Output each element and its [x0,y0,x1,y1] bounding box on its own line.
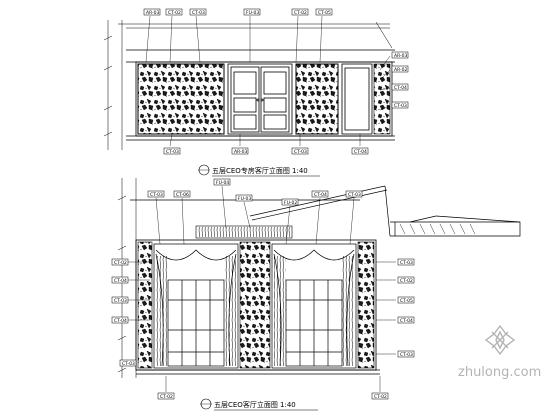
tag-label: CT-03 [400,352,413,358]
tag-label: CT-02 [114,260,127,266]
elevation-1-edge-panel [373,63,391,135]
tag-label: FU-03 [238,196,251,202]
elevation-2-caption: 五层CEO客厅立面图 1:40 [214,400,296,409]
tag-label: CT-03 [150,192,163,198]
tag-label: AR-03 [234,149,248,155]
tag-label: CT-04 [394,85,407,91]
elevation-1-tags [143,8,409,155]
elevation-1-dimension-top [118,21,393,49]
elevation-1: AR-03 CT-02 CT-03 FU-03 CT-02 CT-05 AR-0… [103,8,409,177]
curtain-right-a [274,256,286,366]
watermark-logo-icon [484,324,516,356]
tag-label: CT-03 [294,149,307,155]
tag-label: CT-02 [294,10,307,16]
elevation-2-tag-labels: CT-03 CT-06 FU-04 FU-03 FU-02 CT-04 CT-0… [114,180,413,400]
tag-label: CT-02 [374,394,387,400]
tag-label: CT-02 [160,394,173,400]
elevation-2-roof-truss [399,223,476,235]
curtain-left-a [156,256,168,366]
watermark: zhulong.com [458,324,541,380]
tag-label: AR-03 [394,53,408,59]
tag-label: CT-03 [348,192,361,198]
tag-label: CT-05 [400,298,413,304]
tag-label: CT-03 [166,149,179,155]
tag-label: AR-03 [146,10,160,16]
elevation-2-stone-left [137,241,153,369]
elevation-1-dimension-left [103,20,123,150]
tag-label: CT-03 [122,361,135,367]
tag-label: CT-04 [114,278,127,284]
tag-label: CT-04 [354,149,367,155]
elevation-2-tags [111,178,415,400]
elevation-1-double-door [227,63,293,135]
elevation-1-leaders [145,15,391,147]
tag-label: CT-03 [400,260,413,266]
elevation-1-caption: 五层CEO专房客厅立面图 1:40 [212,166,308,175]
tag-label: CT-02 [400,278,413,284]
elevation-1-tag-labels: AR-03 CT-02 CT-03 FU-03 CT-02 CT-05 AR-0… [146,10,408,155]
tag-label: CT-04 [114,318,127,324]
watermark-text: zhulong.com [458,365,541,380]
tag-label: FU-04 [216,180,229,186]
tag-label: CT-02 [168,10,181,16]
tag-label: FU-03 [246,10,259,16]
tag-label: CT-03 [192,10,205,16]
tag-label: CT-04 [400,318,413,324]
tag-label: CT-06 [176,192,189,198]
curtain-left-b [224,256,236,366]
tag-label: CT-04 [314,192,327,198]
elevation-2-title: 五层CEO客厅立面图 1:40 [200,398,318,411]
elevation-1-side-panel [341,63,373,135]
elevation-2-stone-right [357,241,375,369]
elevation-2-stone-center [239,241,271,369]
curtain-right-b [342,256,354,366]
valance-stripes [198,227,290,237]
tag-label: AR-02 [394,67,408,73]
tag-label: CT-03 [394,103,407,109]
elevation-2-frame [135,239,380,375]
elevation-1-stone-panel-right [295,63,339,135]
elevation-1-title: 五层CEO专房客厅立面图 1:40 [198,164,320,177]
tag-label: CT-05 [318,10,331,16]
tag-label: CT-03 [114,298,127,304]
tag-label: FU-02 [284,200,297,206]
elevation-1-stone-panel-left [137,63,225,135]
elevation-2-leaders [128,185,396,392]
elevation-2: CT-03 CT-06 FU-04 FU-03 FU-02 CT-04 CT-0… [111,178,521,411]
